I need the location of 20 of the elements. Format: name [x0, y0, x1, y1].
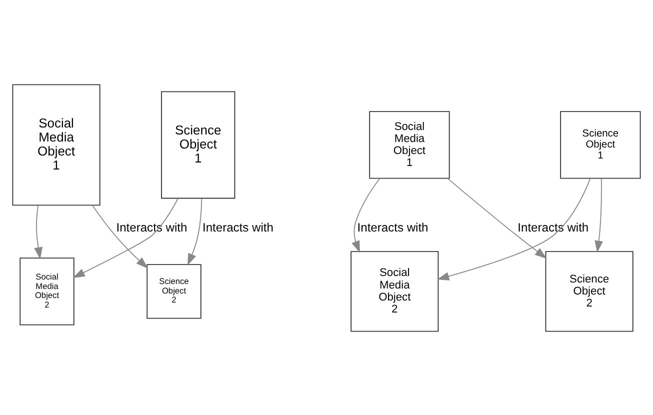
node-box: Social Media Object 2: [20, 257, 74, 325]
edge-label: Interacts with: [202, 220, 274, 234]
edge-label: Interacts with: [357, 220, 428, 234]
arrow: [447, 177, 547, 258]
arrow: [187, 198, 202, 266]
node-box: Science Object 2: [146, 264, 202, 318]
node-box: Science Object 1: [161, 90, 236, 198]
arrow: [352, 178, 380, 252]
arrow: [92, 204, 148, 268]
arrow: [594, 178, 604, 252]
node-box: Social Media Object 1: [369, 110, 450, 178]
edge-label: Interacts with: [116, 220, 188, 234]
arrow: [437, 178, 591, 280]
node-box: Science Object 1: [560, 110, 641, 178]
node-box: Science Object 2: [545, 250, 634, 332]
arrow: [72, 197, 178, 278]
node-box: Social Media Object 1: [12, 84, 100, 206]
node-box: Social Media Object 2: [350, 250, 439, 332]
arrow: [34, 204, 42, 259]
edge-label: Interacts with: [518, 220, 589, 234]
